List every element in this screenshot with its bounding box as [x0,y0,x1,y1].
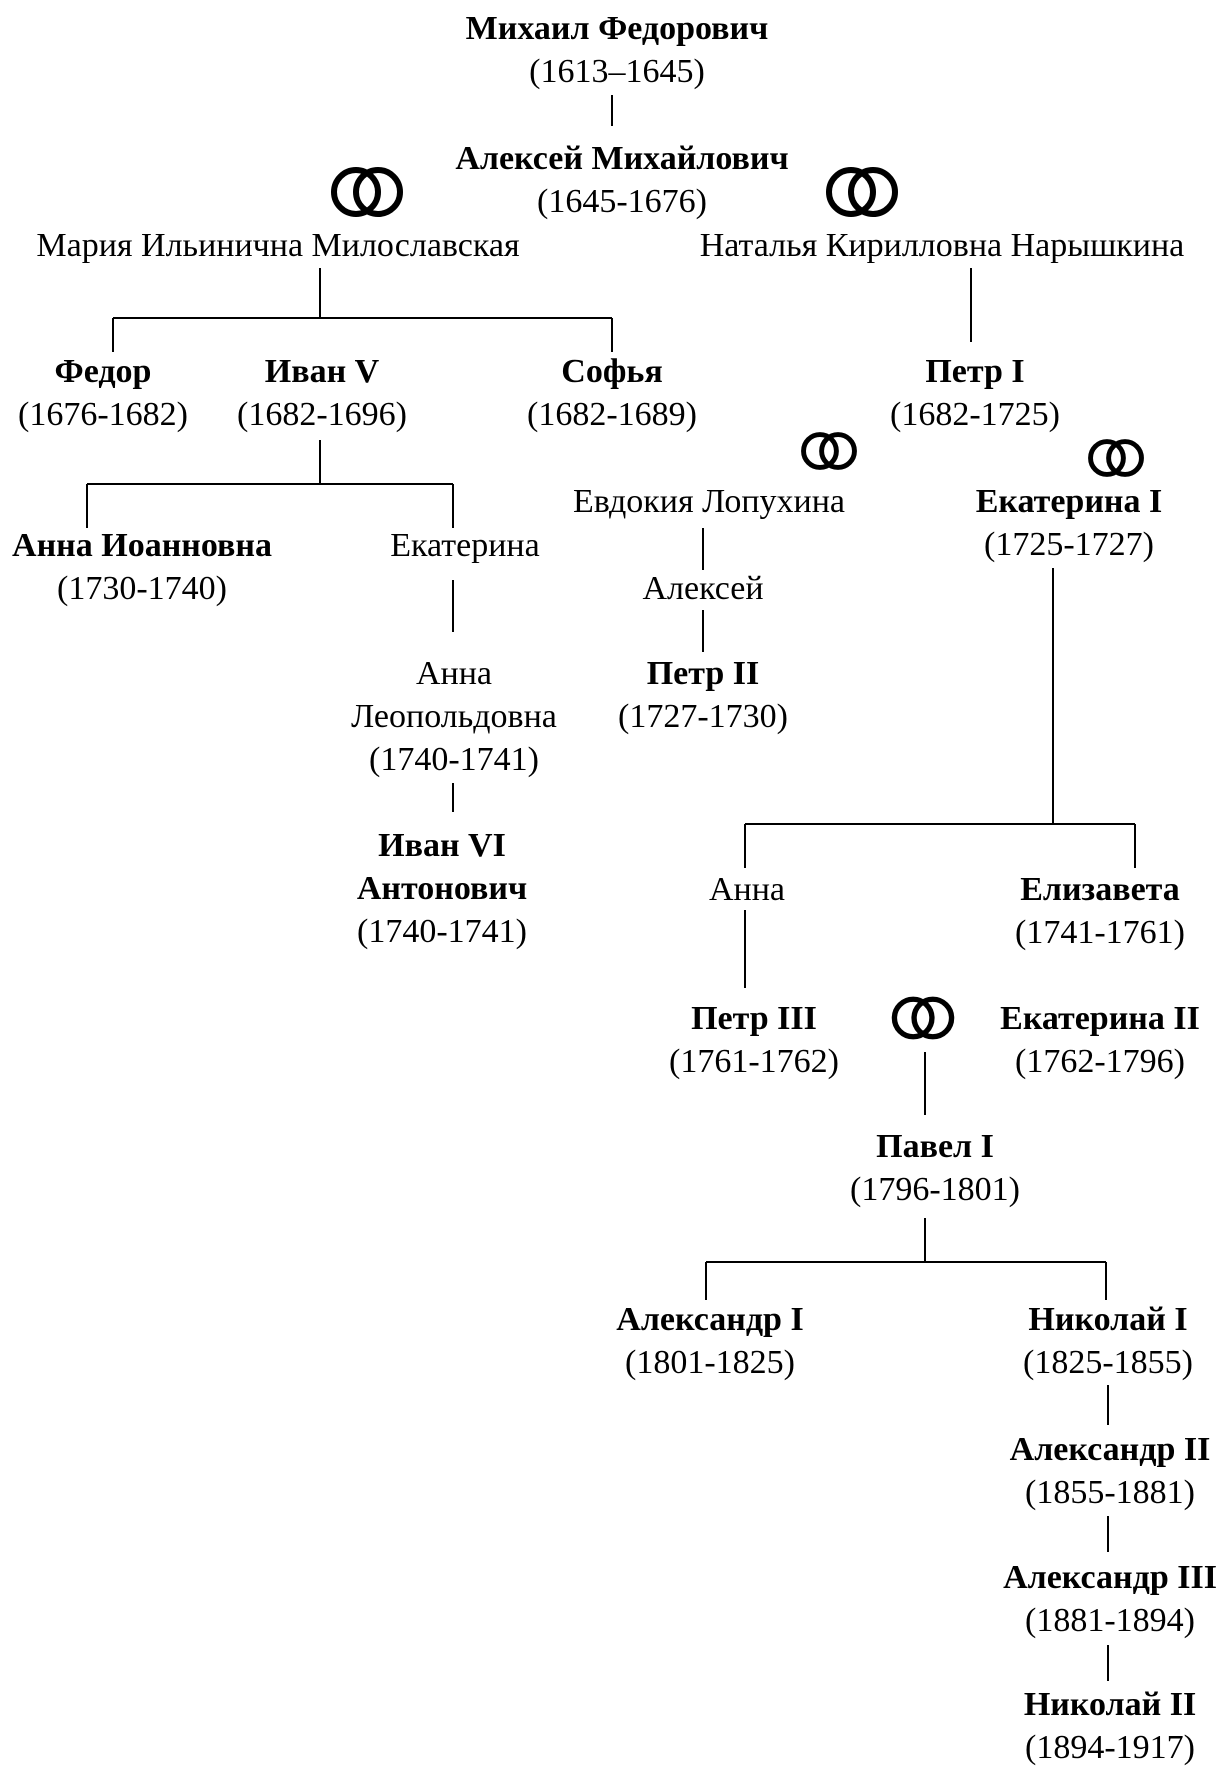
person-aleksei-petrovich: Алексей [642,567,763,610]
person-aleksei-mikhailovich: Алексей Михайлович (1645-1676) [455,137,788,223]
person-name: Александр I [616,1301,804,1338]
person-name: Екатерина I [975,483,1163,520]
person-name: Александр III [1003,1559,1217,1596]
reign-years: (1727-1730) [618,698,788,735]
wedding-rings-icon [331,167,403,217]
person-petr-iii: Петр III (1761-1762) [669,997,839,1083]
reign-years: (1676-1682) [18,396,188,433]
person-name: Петр I [925,353,1025,390]
person-aleksandr-ii: Александр II (1855-1881) [1010,1428,1211,1514]
person-name-line1: Анна [415,655,493,692]
person-pavel-i: Павел I (1796-1801) [850,1125,1020,1211]
person-name: Петр II [646,655,760,692]
reign-years: (1761-1762) [669,1043,839,1080]
person-name: Анна Иоанновна [12,527,272,564]
reign-years: (1894-1917) [1025,1729,1195,1766]
person-nikolai-i: Николай I (1825-1855) [1023,1298,1193,1384]
reign-years: (1682-1689) [527,396,697,433]
person-evdokia-lopukhina: Евдокия Лопухина [573,480,845,523]
person-elizaveta: Елизавета (1741-1761) [1015,868,1185,954]
reign-years: (1740-1741) [369,741,539,778]
person-name: Павел I [876,1128,994,1165]
person-name: Елизавета [1020,871,1180,908]
person-ivan-v: Иван V (1682-1696) [237,350,407,436]
reign-years: (1725-1727) [984,526,1154,563]
reign-years: (1741-1761) [1015,914,1185,951]
person-ekaterina-i: Екатерина I (1725-1727) [976,480,1163,566]
reign-years: (1796-1801) [850,1171,1020,1208]
person-ekaterina-ivanovna: Екатерина [390,524,539,567]
person-petr-i: Петр I (1682-1725) [890,350,1060,436]
person-name: Екатерина [390,527,540,564]
person-name: Федор [54,353,152,390]
person-name: Алексей Михайлович [455,140,789,177]
person-sofya: Софья (1682-1689) [527,350,697,436]
person-ekaterina-ii: Екатерина II (1762-1796) [1000,997,1200,1083]
person-anna-leopoldovna: Анна Леопольдовна (1740-1741) [351,652,557,781]
reign-years: (1682-1696) [237,396,407,433]
reign-years: (1645-1676) [537,183,707,220]
reign-years: (1613–1645) [529,53,705,90]
person-natalya-naryshkina: Наталья Кирилловна Нарышкина [700,224,1185,267]
person-name-line2: Леопольдовна [351,698,557,735]
person-name: Алексей [642,570,764,607]
reign-years: (1881-1894) [1025,1602,1195,1639]
person-name: Мария Ильинична Милославская [36,227,520,264]
reign-years: (1730-1740) [57,570,227,607]
person-fedor: Федор (1676-1682) [18,350,188,436]
person-anna-ioannovna: Анна Иоанновна (1730-1740) [12,524,272,610]
person-name: Иван V [264,353,380,390]
person-name-line1: Иван VI [378,827,506,864]
person-ivan-vi: Иван VI Антонович (1740-1741) [357,824,527,953]
reign-years: (1762-1796) [1015,1043,1185,1080]
person-aleksandr-i: Александр I (1801-1825) [616,1298,803,1384]
person-name: Екатерина II [1000,1000,1200,1037]
wedding-rings-icon [801,432,857,470]
person-name: Евдокия Лопухина [572,483,846,520]
person-nikolai-ii: Николай II (1894-1917) [1024,1683,1196,1769]
wedding-rings-icon [826,167,898,217]
wedding-rings-icon [1088,439,1144,477]
person-name: Софья [561,353,663,390]
person-name: Наталья Кирилловна Нарышкина [699,227,1185,264]
reign-years: (1740-1741) [357,913,527,950]
person-mikhail-fedorovich: Михаил Федорович (1613–1645) [466,7,769,93]
person-aleksandr-iii: Александр III (1881-1894) [1003,1556,1217,1642]
person-name: Александр II [1009,1431,1211,1468]
reign-years: (1801-1825) [625,1344,795,1381]
reign-years: (1825-1855) [1023,1344,1193,1381]
person-petr-ii: Петр II (1727-1730) [618,652,788,738]
wedding-rings-icon [891,996,955,1040]
person-name: Николай II [1023,1686,1197,1723]
reign-years: (1682-1725) [890,396,1060,433]
person-maria-miloslavskaya: Мария Ильинична Милославская [36,224,519,267]
person-name: Петр III [691,1000,817,1037]
person-name: Анна [708,871,786,908]
person-name-line2: Антонович [356,870,528,907]
reign-years: (1855-1881) [1025,1474,1195,1511]
person-anna-petrovna: Анна [709,868,785,911]
person-name: Николай I [1028,1301,1188,1338]
person-name: Михаил Федорович [465,10,769,47]
